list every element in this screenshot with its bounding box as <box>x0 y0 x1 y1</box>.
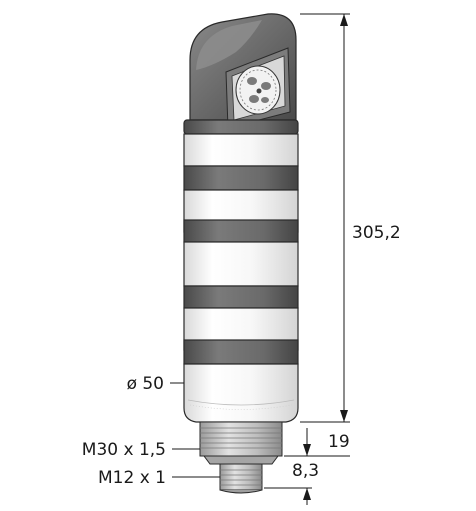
separator-ring-2 <box>183 219 299 243</box>
dimension-base-height: 19 <box>284 428 350 457</box>
cap-collar <box>183 119 299 135</box>
connector-height-label: 8,3 <box>292 461 319 481</box>
base-segment <box>183 363 299 423</box>
signal-tower <box>183 13 299 494</box>
light-segment-3 <box>183 241 299 292</box>
connector-m12 <box>219 463 263 494</box>
separator-ring-1 <box>183 165 299 191</box>
light-segment-1 <box>183 133 299 172</box>
base-height-label: 19 <box>328 432 350 452</box>
mounting-thread-m30 <box>199 421 283 465</box>
connector-rosette <box>235 65 281 115</box>
separator-ring-4 <box>183 339 299 365</box>
top-cap <box>189 13 297 129</box>
connector-thread-label: M12 x 1 <box>98 468 166 488</box>
dimension-total-height: 305,2 <box>300 13 401 423</box>
separator-ring-3 <box>183 285 299 309</box>
diameter-label: ø 50 <box>127 374 164 394</box>
dimension-thread-m30: M30 x 1,5 <box>82 440 200 460</box>
dimension-thread-m12: M12 x 1 <box>98 468 220 488</box>
dimension-diameter: ø 50 <box>127 374 184 394</box>
dimension-connector-height: 8,3 <box>264 461 319 505</box>
thread-size-label: M30 x 1,5 <box>82 440 166 460</box>
total-height-label: 305,2 <box>352 223 401 243</box>
